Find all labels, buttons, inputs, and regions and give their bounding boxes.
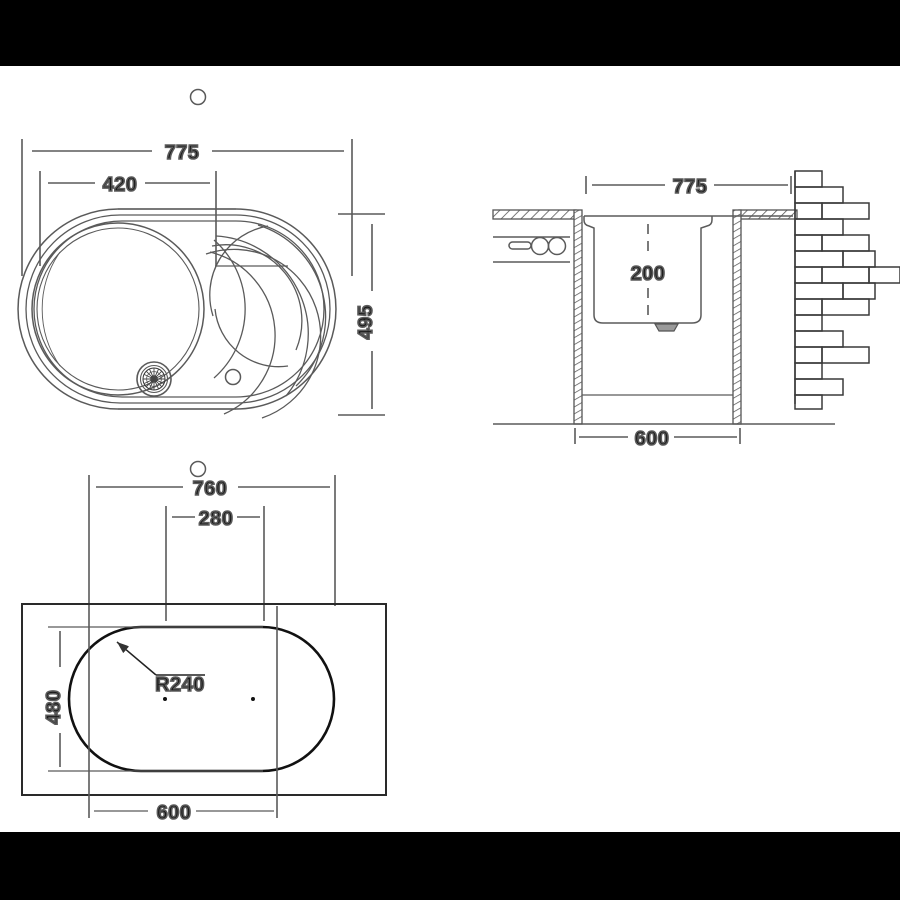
dim-label-600-section: 600 <box>635 428 670 450</box>
letterbox-bottom <box>0 832 900 900</box>
sink-rim-outline <box>17 208 337 410</box>
radius-leader: R240 <box>116 641 205 697</box>
dim-label-600-cutout: 600 <box>157 802 192 824</box>
brick-wall <box>794 170 900 410</box>
cabinet-walls <box>573 209 742 425</box>
dim-label-775-plan: 775 <box>165 142 200 164</box>
sink-bowl <box>31 222 205 396</box>
cabinet-interior <box>493 394 835 425</box>
dim-775-plan: 775 <box>21 139 353 276</box>
dim-495-plan: 495 <box>338 213 385 416</box>
view-section: 775 <box>492 170 900 451</box>
dim-label-200-section: 200 <box>631 263 666 285</box>
dim-420-plan: 420 <box>39 171 217 266</box>
dim-label-r240-cutout: R240 <box>155 674 205 696</box>
dim-label-280-cutout: 280 <box>199 508 234 530</box>
worktop-rectangle <box>21 603 387 796</box>
view-plan: 775 420 <box>17 88 385 478</box>
drawer-front <box>493 236 570 263</box>
tap-hole-top <box>189 88 207 106</box>
view-cutout: 760 280 <box>21 475 387 825</box>
dim-label-420-plan: 420 <box>103 174 138 196</box>
overflow-hole <box>224 368 242 386</box>
waste-outlet <box>653 323 680 332</box>
dim-label-775-section: 775 <box>673 176 708 198</box>
drain-strainer <box>136 361 172 397</box>
dim-label-480-cutout: 480 <box>43 690 65 725</box>
dim-280-cutout: 280 <box>165 506 265 621</box>
drainer-grooves <box>205 224 327 419</box>
dim-label-760-cutout: 760 <box>193 478 228 500</box>
cutout-outline <box>67 625 336 773</box>
bowl-profile <box>583 215 793 324</box>
dim-600-section: 600 <box>574 427 741 451</box>
tap-hole-bottom <box>189 460 207 478</box>
dim-480-cutout: 480 <box>42 626 263 772</box>
center-marks <box>163 697 255 701</box>
letterbox-top <box>0 0 900 66</box>
dim-600-cutout: 600 <box>88 606 278 825</box>
drawing-sheet: 775 420 <box>0 66 900 832</box>
worktop-slab <box>492 209 798 220</box>
rim-chords <box>41 208 236 410</box>
dim-775-section: 775 <box>585 175 792 199</box>
dim-760-cutout: 760 <box>88 475 336 606</box>
drawing-canvas: 775 420 <box>17 88 900 825</box>
dim-label-495-plan: 495 <box>355 305 377 340</box>
